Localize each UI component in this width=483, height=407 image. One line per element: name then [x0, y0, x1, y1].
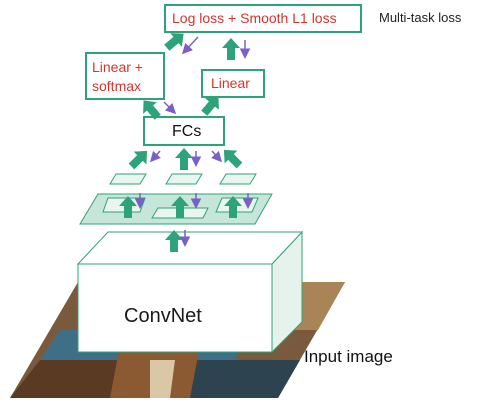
backward-arrows	[134, 36, 254, 247]
loss-box-label: Log loss + Smooth L1 loss	[172, 10, 337, 26]
linear-softmax-box	[85, 52, 165, 100]
down-arrow-icon	[211, 150, 222, 163]
convnet-box	[76, 230, 304, 354]
up-arrow-icon	[201, 96, 219, 116]
fcs-label: FCs	[172, 123, 202, 140]
up-arrow-icon	[222, 38, 240, 60]
up-arrow-icon	[128, 150, 148, 170]
linear-label: Linear	[211, 75, 250, 91]
linear-softmax-label-line1: Linear +	[92, 59, 143, 75]
up-arrow-icon	[223, 149, 243, 169]
up-arrow-icon	[171, 196, 189, 218]
up-arrow-icon	[175, 148, 193, 170]
pooled-roi-tiles	[109, 173, 257, 185]
input-image-label: Input image	[304, 347, 393, 366]
linear-softmax-label-line2: softmax	[92, 78, 142, 94]
forward-arrows	[119, 33, 243, 252]
up-arrow-icon	[224, 196, 242, 218]
convnet-label: ConvNet	[124, 305, 202, 327]
linear-box	[201, 69, 265, 98]
down-arrow-icon	[163, 101, 177, 115]
fcs-box	[143, 116, 225, 146]
up-arrow-icon	[119, 196, 137, 218]
multi-task-loss-label: Multi-task loss	[379, 10, 462, 25]
up-arrow-icon	[143, 100, 161, 120]
up-arrow-icon	[165, 230, 183, 252]
down-arrow-icon	[181, 36, 199, 55]
loss-box	[164, 4, 362, 33]
up-arrow-icon	[164, 33, 184, 51]
down-arrow-icon	[150, 150, 161, 163]
